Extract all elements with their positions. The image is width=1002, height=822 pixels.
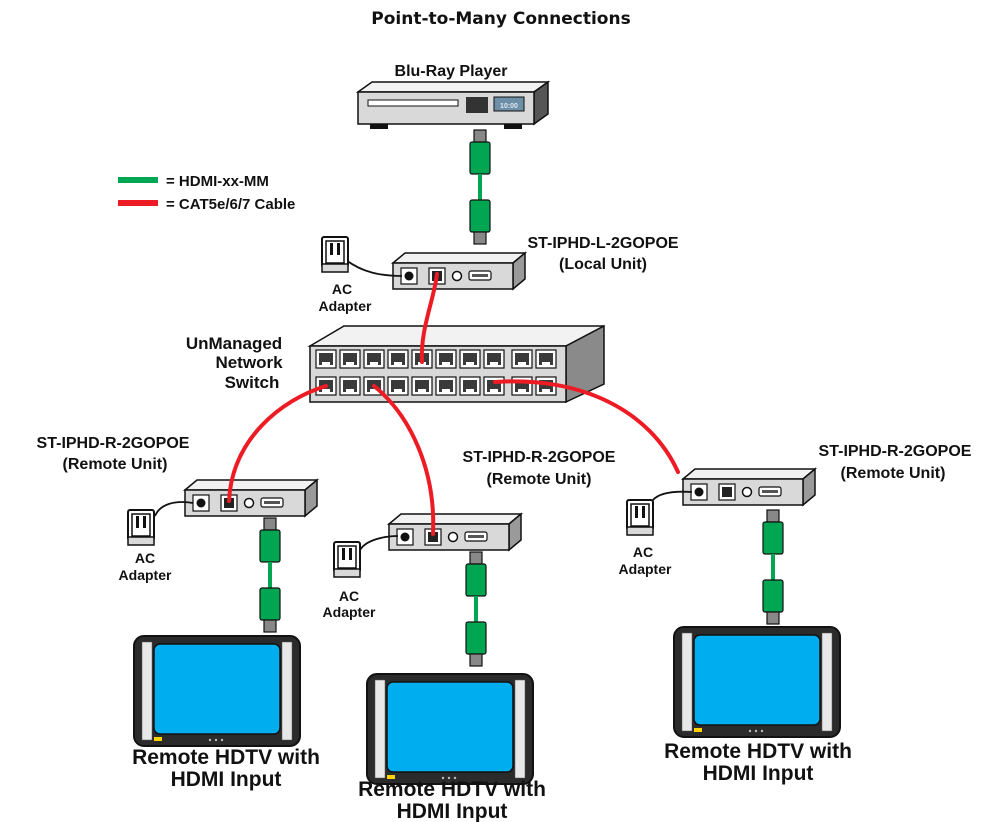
- hdtv-1-label-line1: Remote HDTV with: [132, 746, 320, 769]
- remote-ac-adapter-1-icon: [127, 509, 155, 546]
- hdtv-3-label-line2: HDMI Input: [703, 762, 814, 785]
- cat-cable-local-to-switch: [419, 272, 439, 364]
- legend-hdmi-label: = HDMI-xx-MM: [166, 173, 269, 190]
- hdmi-cable-remote-2: [464, 550, 488, 668]
- remote-unit-3-model: ST-IPHD-R-2GOPOE: [819, 443, 972, 460]
- hdtv-1-icon: [133, 635, 301, 747]
- local-adapter-line1: AC: [332, 281, 352, 297]
- hdtv-2-label-line1: Remote HDTV with: [358, 778, 546, 801]
- hdmi-cable-remote-1: [258, 516, 282, 634]
- switch-label-line3: Switch: [225, 373, 280, 392]
- remote-unit-1-device: [184, 479, 318, 517]
- remote-adapter-3-line1: AC: [633, 544, 653, 560]
- local-unit-model: ST-IPHD-L-2GOPOE: [527, 235, 678, 252]
- legend-hdmi-swatch: [118, 177, 158, 183]
- player-display-readout: 10:00: [500, 103, 518, 110]
- hdtv-3-icon: [673, 626, 841, 738]
- cat-cable-switch-to-remote-3: [493, 379, 680, 474]
- blu-ray-player-icon: [355, 80, 551, 129]
- remote-adapter-1-line1: AC: [135, 550, 155, 566]
- remote-adapter-3-cord: [652, 490, 693, 501]
- remote-unit-1-role: (Remote Unit): [63, 456, 168, 473]
- remote-unit-2-model: ST-IPHD-R-2GOPOE: [463, 449, 616, 466]
- hdtv-2-label-line2: HDMI Input: [397, 800, 508, 822]
- remote-adapter-1-line2: Adapter: [119, 567, 172, 583]
- hdmi-cable-source: [468, 128, 492, 246]
- legend-cat-swatch: [118, 200, 158, 206]
- remote-adapter-2-line1: AC: [339, 588, 359, 604]
- remote-unit-3-role: (Remote Unit): [841, 465, 946, 482]
- remote-ac-adapter-2-icon: [333, 541, 361, 578]
- hdtv-1-label-line2: HDMI Input: [171, 768, 282, 791]
- remote-unit-3-device: [682, 468, 816, 506]
- hdtv-2-icon: [366, 673, 534, 785]
- remote-unit-2-device: [388, 513, 522, 551]
- remote-ac-adapter-3-icon: [626, 499, 654, 536]
- switch-label-line1: UnManaged: [186, 334, 282, 353]
- local-adapter-cord: [345, 259, 403, 277]
- hdmi-cable-remote-3: [761, 508, 785, 626]
- network-switch-device: [307, 324, 605, 404]
- remote-adapter-1-cord: [154, 501, 194, 517]
- remote-unit-2-role: (Remote Unit): [487, 471, 592, 488]
- remote-unit-1-model: ST-IPHD-R-2GOPOE: [37, 435, 190, 452]
- local-unit-device: [392, 252, 526, 290]
- remote-adapter-2-line2: Adapter: [323, 604, 376, 620]
- cat-cable-switch-to-remote-2: [372, 384, 436, 536]
- hdtv-3-label-line1: Remote HDTV with: [664, 740, 852, 763]
- local-unit-role: (Local Unit): [559, 256, 647, 273]
- switch-label-line2: Network: [215, 353, 283, 372]
- local-adapter-line2: Adapter: [319, 298, 372, 314]
- remote-adapter-3-line2: Adapter: [619, 561, 672, 577]
- legend-cat-label: = CAT5e/6/7 Cable: [166, 196, 295, 213]
- diagram-title: Point-to-Many Connections: [371, 9, 630, 29]
- source-label: Blu-Ray Player: [395, 63, 508, 80]
- local-ac-adapter-icon: [321, 236, 349, 273]
- cat-cable-switch-to-remote-1: [227, 384, 328, 503]
- remote-adapter-2-cord: [359, 535, 399, 551]
